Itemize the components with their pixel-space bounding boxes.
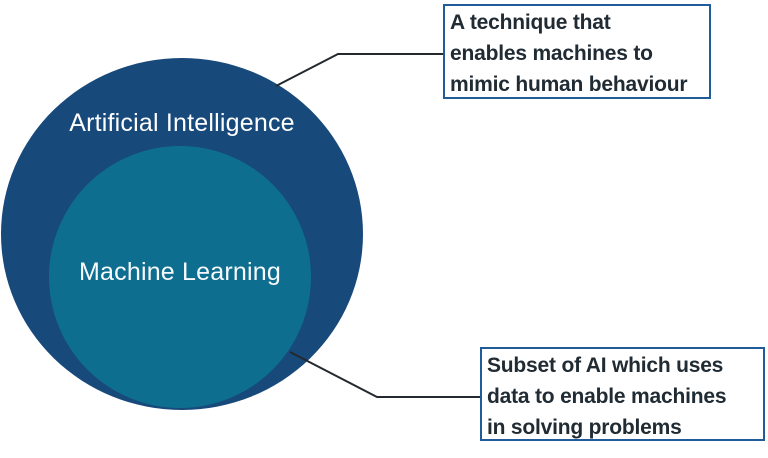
callout-top-line-1: A technique that [450,11,611,34]
callout-bottom-line-1: Subset of AI which uses [487,354,724,377]
callout-box-ml-definition: Subset of AI which uses data to enable m… [480,347,765,441]
callout-box-ai-definition: A technique that enables machines to mim… [443,4,711,99]
connector-line-bottom [289,351,480,398]
inner-circle-machine-learning [49,146,311,408]
callout-bottom-line-2: data to enable machines [487,385,727,408]
callout-top-line-3: mimic human behaviour [450,73,688,96]
callout-top-line-2: enables machines to [450,42,653,65]
callout-bottom-line-3: in solving problems [487,416,682,439]
outer-circle-label: Artificial Intelligence [69,109,295,137]
connector-line-top [275,53,443,87]
inner-circle-label: Machine Learning [79,258,281,286]
